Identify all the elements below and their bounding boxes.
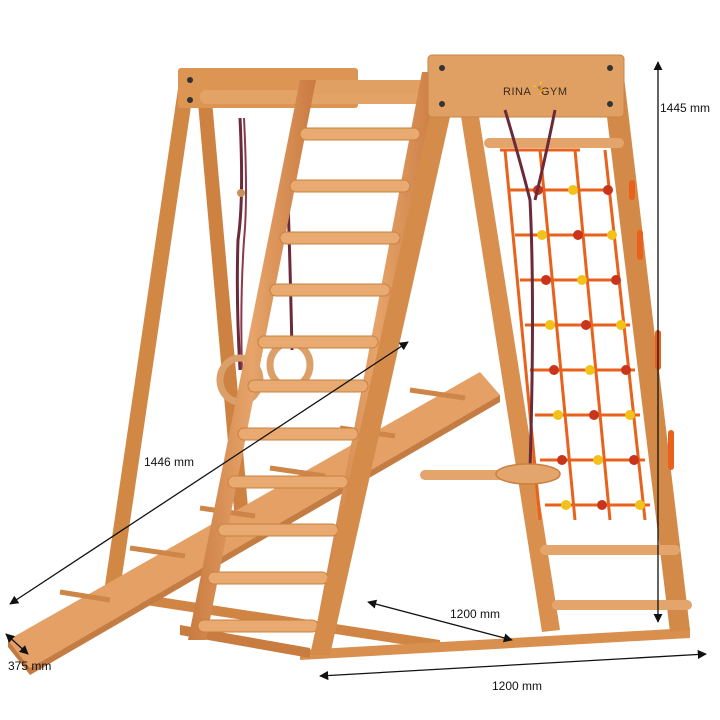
brand-board: [427, 54, 625, 118]
slide-width-dimension-line: [5, 633, 29, 655]
bolt: [187, 77, 193, 83]
depth-label: 1200 mm: [450, 607, 500, 621]
right-front-post-a: [310, 70, 460, 655]
swing-rope: [503, 109, 534, 471]
top-bar-2: [310, 80, 430, 94]
brand-right: GYM: [541, 86, 568, 98]
bolt: [187, 97, 193, 103]
net-knots: [533, 185, 645, 510]
right-frame: RINA GYM 🤸: [310, 54, 692, 655]
brand-left: RINA: [503, 86, 531, 98]
depth-dimension-line: [367, 599, 513, 643]
right-front-post-b: [460, 110, 560, 632]
width-dimension-line: [319, 649, 707, 681]
ring-rope-right: [286, 199, 294, 351]
rope-bead: [237, 189, 245, 197]
left-back-post: [104, 72, 196, 592]
base-bar: [180, 625, 310, 658]
ring-rope-left: [235, 117, 244, 371]
height-label: 1445 mm: [660, 101, 710, 115]
slide-width-label: 375 mm: [8, 659, 51, 673]
ladder-length-label: 1446 mm: [144, 455, 194, 469]
width-label: 1200 mm: [492, 679, 542, 693]
base: [100, 588, 690, 660]
ring-rope-left-2: [240, 117, 247, 371]
swing-disc: [495, 463, 561, 485]
dimension-lines: [5, 61, 707, 681]
brand-figure-icon: 🤸: [532, 81, 547, 95]
ladder-dimension-line: [9, 341, 409, 605]
right-back-post: [600, 60, 690, 632]
